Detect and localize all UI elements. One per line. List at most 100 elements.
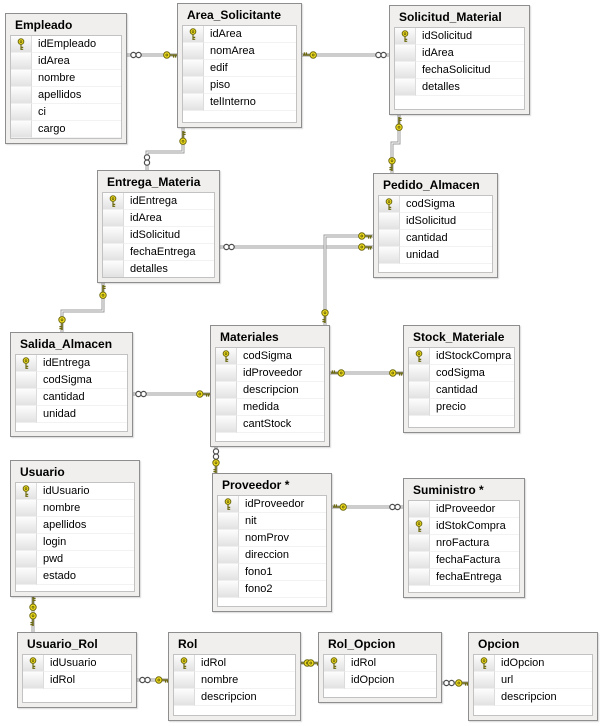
entity-title[interactable]: Entrega_Materia	[107, 174, 201, 189]
column-row[interactable]: login	[16, 534, 134, 551]
column-row[interactable]: idUsuario	[23, 655, 131, 672]
column-row[interactable]: pwd	[16, 551, 134, 568]
relationship-rol_opcion-opcion[interactable]	[442, 679, 469, 687]
column-row[interactable]: edif	[183, 60, 296, 77]
column-row[interactable]: nit	[218, 513, 326, 530]
column-row[interactable]: codSigma	[16, 372, 127, 389]
entity-title[interactable]: Stock_Materiale	[413, 329, 505, 344]
entity-title[interactable]: Rol_Opcion	[328, 636, 396, 651]
column-row[interactable]: idRol	[23, 672, 131, 689]
entity-title[interactable]: Salida_Almacen	[20, 336, 113, 351]
column-row[interactable]: descripcion	[216, 382, 324, 399]
column-row[interactable]: idOpcion	[474, 655, 592, 672]
relationship-usuario_rol-rol[interactable]	[137, 676, 169, 684]
column-row[interactable]: unidad	[379, 247, 492, 264]
relationship-salida_almacen-materiales[interactable]	[133, 390, 210, 398]
entity-title[interactable]: Area_Solicitante	[187, 7, 282, 22]
column-row[interactable]: nomProv	[218, 530, 326, 547]
relationship-area_solicitante-entrega_material[interactable]	[143, 128, 187, 170]
relationship-area_solicitante-solicitud_material[interactable]	[302, 51, 389, 59]
relationship-materiales-pedido_almacen[interactable]	[321, 232, 373, 325]
column-row[interactable]: nombre	[174, 672, 295, 689]
column-row[interactable]: idEntrega	[103, 193, 214, 210]
column-row[interactable]: idEntrega	[16, 355, 127, 372]
column-row[interactable]: idArea	[11, 53, 121, 70]
column-row[interactable]: idEmpleado	[11, 36, 121, 53]
column-row[interactable]: idArea	[103, 210, 214, 227]
column-row[interactable]: precio	[409, 399, 514, 416]
column-row[interactable]: codSigma	[379, 196, 492, 213]
column-row[interactable]: cantStock	[216, 416, 324, 433]
entity-title[interactable]: Empleado	[15, 17, 73, 32]
relationship-entrega_material-pedido_almacen[interactable]	[220, 243, 373, 251]
column-row[interactable]: idSolicitud	[103, 227, 214, 244]
column-row[interactable]: idArea	[395, 45, 524, 62]
column-row[interactable]: fechaSolicitud	[395, 62, 524, 79]
column-row[interactable]: cantidad	[16, 389, 127, 406]
column-row[interactable]: direccion	[218, 547, 326, 564]
column-row[interactable]: nombre	[11, 70, 121, 87]
entity-title[interactable]: Proveedor *	[222, 477, 290, 492]
column-row[interactable]: nomArea	[183, 43, 296, 60]
column-row[interactable]: idStockCompra	[409, 348, 514, 365]
column-row[interactable]: cargo	[11, 121, 121, 138]
entity-title[interactable]: Usuario_Rol	[27, 636, 98, 651]
column-row[interactable]: estado	[16, 568, 134, 585]
entity-title[interactable]: Suministro *	[413, 482, 484, 497]
column-row[interactable]: url	[474, 672, 592, 689]
column-row[interactable]: idOpcion	[324, 672, 436, 689]
relationship-materiales-stock_materiales[interactable]	[330, 369, 403, 377]
column-row[interactable]: nombre	[16, 500, 134, 517]
column-row[interactable]: cantidad	[379, 230, 492, 247]
column-row[interactable]: idRol	[174, 655, 295, 672]
column-row[interactable]: detalles	[103, 261, 214, 277]
column-row[interactable]: fechaEntrega	[103, 244, 214, 261]
column-row[interactable]: codSigma	[409, 365, 514, 382]
relationship-usuario-usuario_rol[interactable]	[29, 597, 37, 632]
column-row[interactable]: fono1	[218, 564, 326, 581]
entity-title[interactable]: Pedido_Almacen	[383, 177, 480, 192]
column-row[interactable]: unidad	[16, 406, 127, 423]
column-row[interactable]: nroFactura	[409, 535, 519, 552]
entity-title[interactable]: Usuario	[20, 464, 65, 479]
entity-title[interactable]: Opcion	[478, 636, 520, 651]
entity-title[interactable]: Solicitud_Material	[399, 9, 502, 24]
column-row[interactable]: apellidos	[16, 517, 134, 534]
entity-title[interactable]: Materiales	[220, 329, 279, 344]
column-row[interactable]: detalles	[395, 79, 524, 96]
column-row[interactable]: fono2	[218, 581, 326, 598]
column-row[interactable]: apellidos	[11, 87, 121, 104]
column-row[interactable]: idUsuario	[16, 483, 134, 500]
column-row[interactable]: idProveedor	[216, 365, 324, 382]
relationship-materiales-proveedor[interactable]	[212, 447, 220, 473]
column-row[interactable]: cantidad	[409, 382, 514, 399]
column-row[interactable]: telInterno	[183, 94, 296, 111]
column-row[interactable]: idProveedor	[218, 496, 326, 513]
column-row[interactable]: idProveedor	[409, 501, 519, 518]
column-row[interactable]: descripcion	[174, 689, 295, 706]
relationship-proveedor-suministro[interactable]	[332, 503, 403, 511]
column-row[interactable]: idSolicitud	[379, 213, 492, 230]
column-row[interactable]: medida	[216, 399, 324, 416]
column-row[interactable]: fechaEntrega	[409, 569, 519, 586]
column-row[interactable]: idSolicitud	[395, 28, 524, 45]
column-row[interactable]: idRol	[324, 655, 436, 672]
column-row[interactable]: descripcion	[474, 689, 592, 706]
column-row[interactable]: codSigma	[216, 348, 324, 365]
relationship-empleado-area_solicitante[interactable]	[127, 51, 177, 59]
